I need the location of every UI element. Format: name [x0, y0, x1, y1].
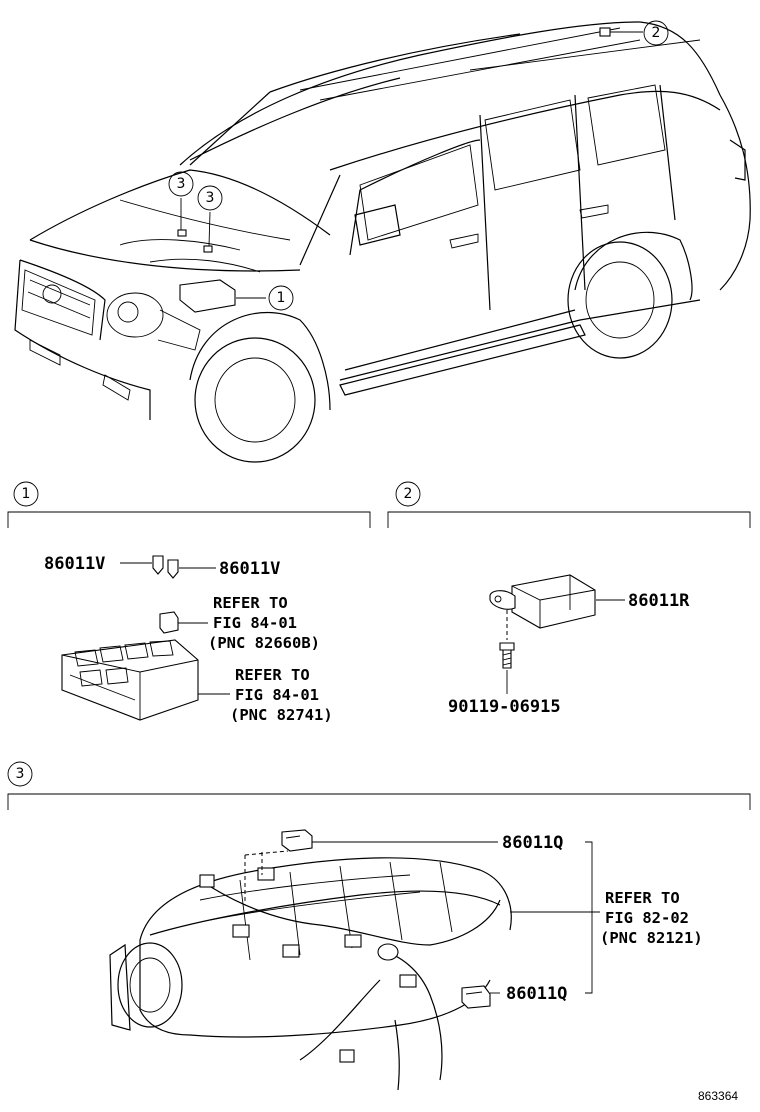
ref-a-line2: FIG 84-01 — [213, 614, 297, 632]
part-number-86011q-bottom: 86011Q — [506, 984, 567, 1004]
callout-2-top-number: 2 — [652, 25, 661, 41]
ref-a-line3: (PNC 82660B) — [208, 634, 320, 652]
ref-c-line1: REFER TO — [605, 889, 680, 907]
section-3: 3 — [7, 761, 751, 1091]
section-1-number: 1 — [22, 486, 31, 502]
ref-b-line3: (PNC 82741) — [230, 706, 333, 724]
callout-3-top-a-number: 3 — [177, 176, 186, 192]
section-2-number: 2 — [404, 486, 413, 502]
connector-part-top — [281, 829, 313, 852]
section-1: 1 86011V 86011V REFER TO FIG 84-01 (PNC … — [7, 481, 371, 724]
engine-illustration — [109, 857, 512, 1091]
callout-3-top-b-number: 3 — [206, 190, 215, 206]
relay-part — [159, 611, 179, 634]
ref-c-line2: FIG 82-02 — [605, 909, 689, 927]
ref-a-line1: REFER TO — [213, 594, 288, 612]
callout-2-top: 2 — [643, 20, 669, 46]
figure-number: 863364 — [698, 1089, 738, 1103]
relay-block-part — [61, 639, 199, 721]
ref-c-line3: (PNC 82121) — [600, 929, 703, 947]
part-number-86011r: 86011R — [628, 591, 690, 611]
fuse-part-left — [152, 555, 164, 575]
callout-1-top-number: 1 — [277, 290, 286, 306]
part-number-86011v-left: 86011V — [44, 554, 105, 574]
ref-b-line1: REFER TO — [235, 666, 310, 684]
vehicle-illustration — [14, 21, 751, 463]
callout-3-top-b: 3 — [197, 185, 223, 211]
sensor-part — [489, 574, 596, 629]
part-number-86011q-top: 86011Q — [502, 833, 563, 853]
callout-1-top: 1 — [268, 285, 294, 311]
ref-b-line2: FIG 84-01 — [235, 686, 319, 704]
part-number-90119-06915: 90119-06915 — [448, 697, 561, 717]
callout-3-top-a: 3 — [168, 171, 194, 197]
part-number-86011v-right: 86011V — [219, 559, 280, 579]
connector-part-bottom — [461, 985, 491, 1009]
vehicle-callout-leaders — [180, 31, 643, 299]
section-2: 2 86011R 90119-06915 — [387, 481, 751, 717]
fuse-part-right — [167, 559, 179, 579]
section-3-number: 3 — [16, 766, 25, 782]
bolt-part — [499, 610, 515, 669]
